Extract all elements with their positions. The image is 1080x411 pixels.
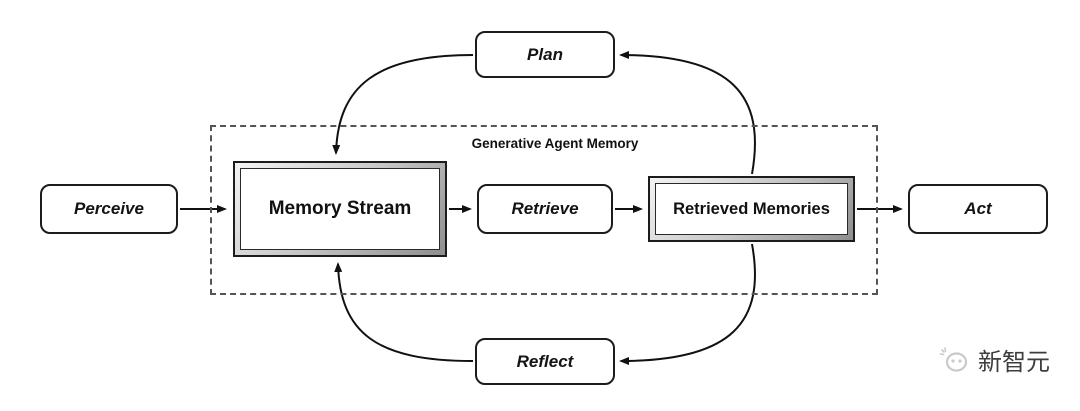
node-memory-stream-inner: Memory Stream xyxy=(240,168,440,250)
node-perceive-label: Perceive xyxy=(74,199,144,218)
node-plan-label: Plan xyxy=(527,44,563,64)
node-reflect: Reflect xyxy=(475,338,615,385)
node-reflect-label: Reflect xyxy=(516,351,574,371)
node-perceive: Perceive xyxy=(40,184,178,234)
generative-agent-memory-group xyxy=(210,125,878,295)
node-retrieved-memories: Retrieved Memories xyxy=(648,176,855,242)
group-title: Generative Agent Memory xyxy=(471,136,639,151)
node-retrieved-memories-label: Retrieved Memories xyxy=(673,199,830,218)
watermark-text: 新智元 xyxy=(978,348,1050,376)
node-memory-stream: Memory Stream xyxy=(233,161,447,257)
arrow-reflect-to-memory-stream xyxy=(334,262,474,362)
node-retrieved-memories-inner: Retrieved Memories xyxy=(655,183,848,235)
node-act: Act xyxy=(908,184,1048,234)
node-plan: Plan xyxy=(475,31,615,78)
watermark: 新智元 xyxy=(939,342,1050,377)
arrow-plan-to-memory-stream xyxy=(332,54,474,155)
node-act-label: Act xyxy=(964,199,992,218)
node-retrieve: Retrieve xyxy=(477,184,613,234)
arrow-retrieved-memories-to-plan xyxy=(619,51,756,175)
xinzhiyuan-logo-icon xyxy=(939,346,968,372)
node-memory-stream-label: Memory Stream xyxy=(268,198,412,219)
node-retrieve-label: Retrieve xyxy=(511,199,579,218)
arrow-retrieved-memories-to-reflect xyxy=(619,243,756,365)
